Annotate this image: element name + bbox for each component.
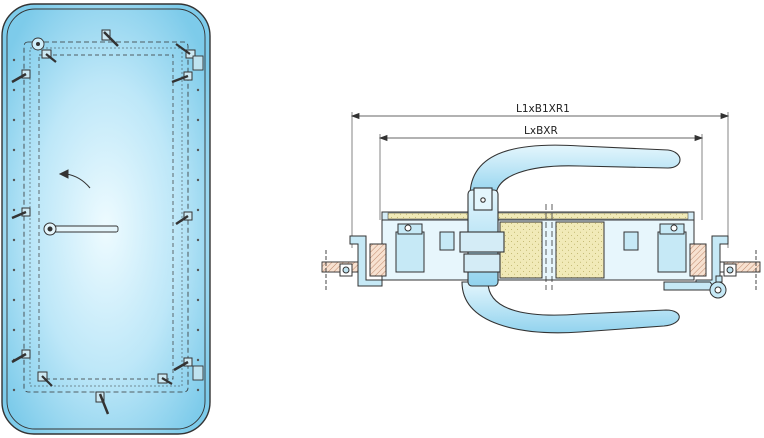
clear-opening-dimension — [378, 134, 704, 220]
handle-upper-arm — [469, 144, 681, 197]
door-stiffener-frame — [29, 47, 183, 387]
door-leaf-section — [369, 211, 707, 281]
dog-right-1 — [171, 71, 193, 84]
handle-lever — [51, 225, 119, 233]
dog-right-3 — [173, 357, 193, 372]
clear-opening-dimension-label: LxBXR — [524, 125, 558, 137]
overall-dimension-label: L1xB1XR1 — [516, 103, 570, 115]
door-frame-inner-line — [6, 8, 206, 430]
door-leaf-inner — [38, 54, 174, 380]
break-lines — [545, 204, 553, 290]
center-handle — [43, 222, 119, 236]
dog-right-2 — [175, 211, 193, 226]
frame-coaming-right — [695, 235, 737, 287]
frame-coaming-left — [339, 235, 383, 287]
door-section-view: L1xB1XR1 LxBXR — [321, 103, 761, 334]
dog-bottom-right — [157, 373, 173, 385]
open-direction-arrow-icon — [58, 169, 91, 189]
dog-left-3 — [11, 349, 31, 364]
dog-bottom — [95, 391, 110, 415]
door-leaf — [23, 41, 189, 393]
gasket-right — [689, 243, 707, 277]
dog-top — [101, 29, 119, 47]
door-outer-frame — [1, 3, 211, 435]
dog-top-left — [41, 49, 57, 63]
dog-top-right — [175, 43, 196, 59]
dog-left-2 — [11, 207, 31, 220]
handle-lower-arm — [461, 281, 680, 334]
section-hinge — [663, 275, 727, 299]
hinge-bottom — [192, 365, 204, 381]
overall-dimension — [350, 112, 730, 248]
section-handle — [459, 144, 681, 334]
gasket-left — [369, 243, 387, 277]
insulation-right — [555, 221, 605, 279]
dog-bottom-left — [37, 371, 53, 387]
section-dogs — [395, 223, 687, 273]
insulation-top — [387, 212, 689, 220]
dogs — [11, 29, 196, 415]
hinges — [192, 55, 204, 381]
door-front-view — [1, 3, 211, 435]
dog-left-1 — [11, 69, 31, 84]
insulation-left — [499, 221, 543, 279]
hinge-top — [192, 55, 204, 71]
